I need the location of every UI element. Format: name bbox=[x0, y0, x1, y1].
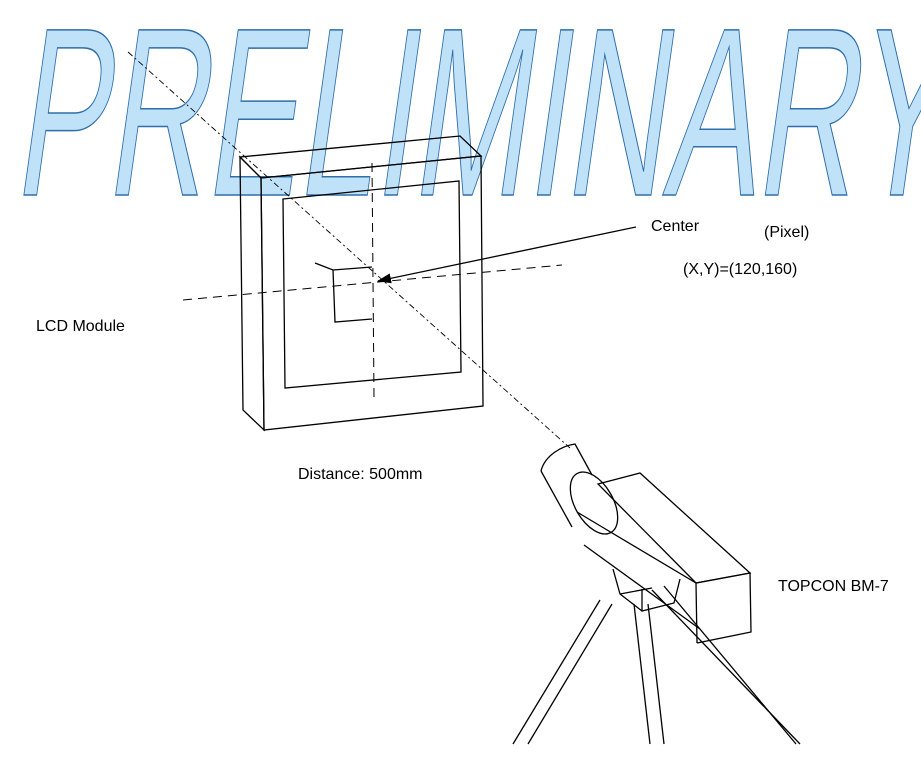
optical-axis-line bbox=[127, 51, 571, 449]
topcon-meter-drawing bbox=[540, 443, 752, 644]
watermark: PRELIMINARY bbox=[5, 0, 921, 247]
meter-body-top bbox=[596, 472, 752, 584]
coordinates-label: (X,Y)=(120,160) bbox=[683, 261, 797, 278]
labels: LCD Module Center (Pixel) (X,Y)=(120,160… bbox=[36, 218, 889, 595]
tripod-drawing bbox=[512, 568, 801, 745]
meter-body-bottom bbox=[583, 544, 701, 630]
center-arrow bbox=[377, 226, 637, 284]
watermark-text: PRELIMINARY bbox=[5, 0, 921, 247]
center-label: Center bbox=[651, 218, 700, 235]
pixel-label: (Pixel) bbox=[764, 224, 809, 241]
lens-barrel bbox=[540, 443, 593, 476]
center-pixel-marker bbox=[314, 262, 373, 323]
lcd-module-drawing bbox=[182, 135, 563, 432]
lcd-module-label: LCD Module bbox=[36, 318, 125, 335]
lcd-screen-area bbox=[282, 180, 462, 389]
horizontal-center-line bbox=[182, 264, 563, 301]
instrument-label: TOPCON BM-7 bbox=[778, 578, 889, 595]
meter-body-side bbox=[576, 511, 698, 644]
meter-body-front bbox=[695, 572, 752, 644]
lens-barrel-lower bbox=[540, 470, 573, 528]
distance-label: Distance: 500mm bbox=[298, 466, 423, 483]
vertical-center-line bbox=[371, 162, 375, 398]
lcd-front-face bbox=[260, 155, 484, 431]
lens-front-ring bbox=[569, 471, 619, 535]
